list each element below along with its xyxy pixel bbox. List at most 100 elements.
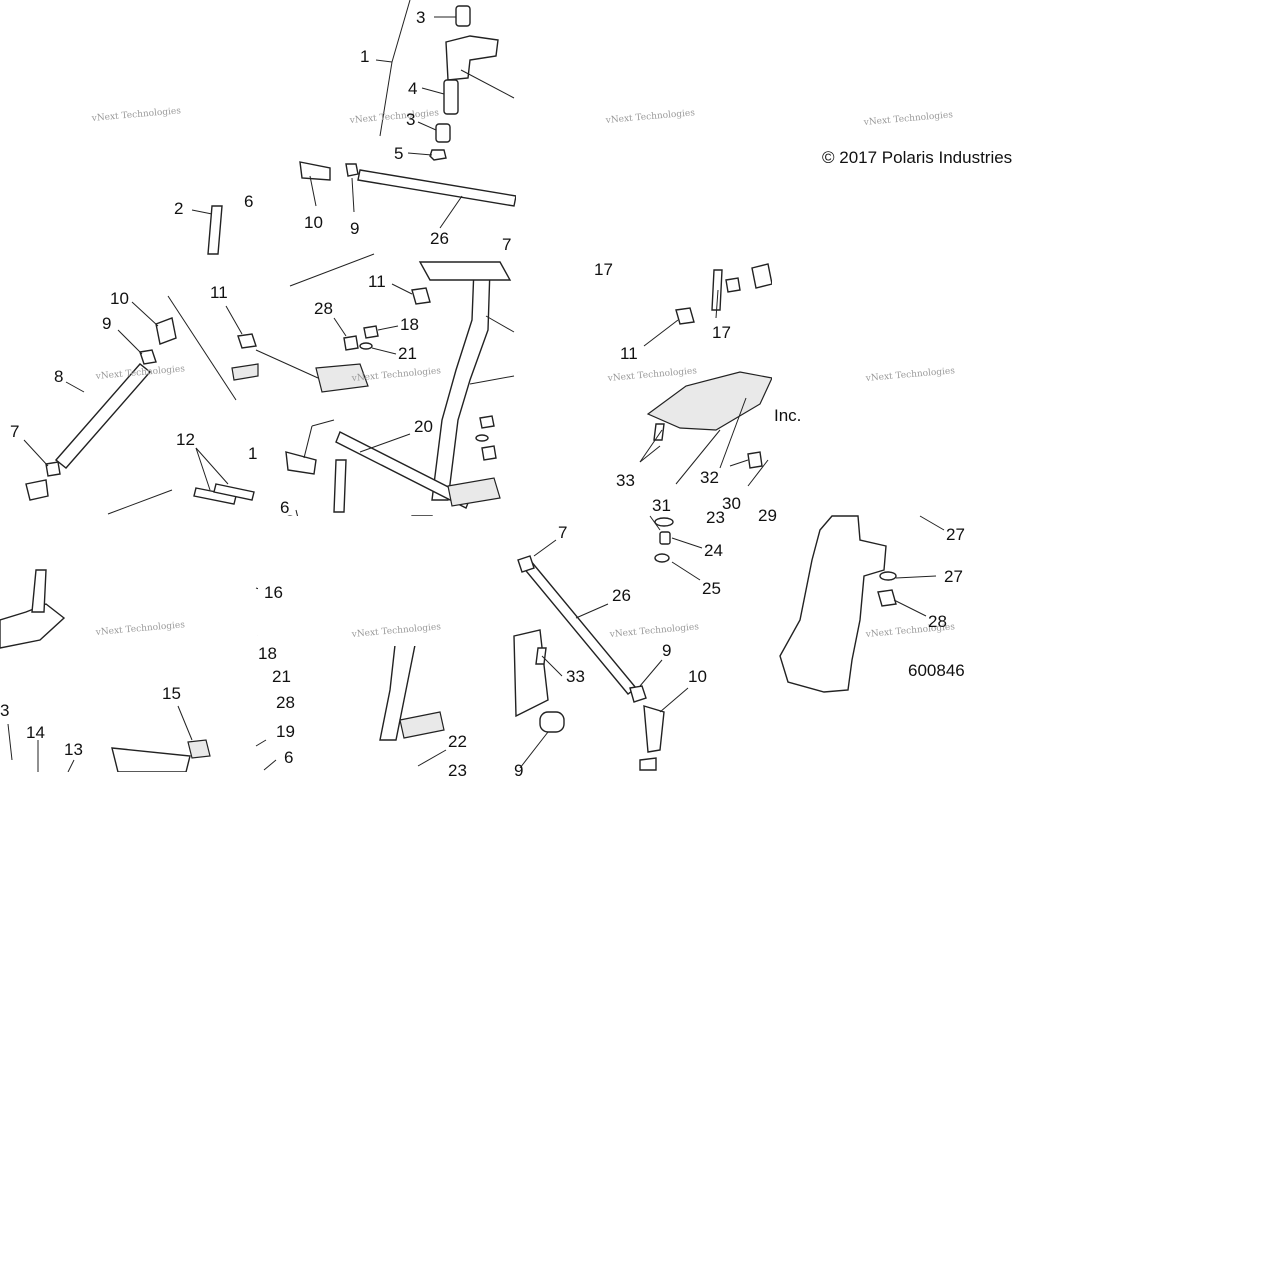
callout-label: 23 <box>706 508 725 527</box>
washer-21-center <box>359 342 373 350</box>
callout-label: 9 <box>102 314 111 333</box>
nut-17-right <box>725 277 741 293</box>
watermark: vNext Technologies <box>90 106 181 124</box>
callout-label: 11 <box>368 272 386 291</box>
bolt-33-a <box>653 423 665 441</box>
callout-label: 12 <box>176 430 195 449</box>
tie-rod-8 <box>54 363 152 469</box>
callout-label: 25 <box>702 579 721 598</box>
callout-label: 10 <box>688 667 707 686</box>
jam-nut-9-upper <box>345 163 359 177</box>
watermark: vNext Technologies <box>348 108 439 126</box>
washer-lower-edge <box>639 757 657 771</box>
callout-label: 6 <box>244 192 253 211</box>
callout-label: 5 <box>394 144 403 163</box>
rack-shaft <box>31 569 47 613</box>
callout-label: 11 <box>620 344 638 363</box>
callout-label: 29 <box>758 506 777 525</box>
callout-label: 23 <box>448 761 467 780</box>
nut-11-center <box>411 287 431 305</box>
bolt-33-b <box>535 647 547 665</box>
watermark: vNext Technologies <box>608 622 699 640</box>
nut-11-right <box>675 307 695 325</box>
callout-group: 3 1 4 3 5 26 10 9 2 6 7 11 10 9 8 7 11 2… <box>0 8 965 780</box>
callout-label: 10 <box>304 213 323 232</box>
callout-label: 27 <box>944 567 963 586</box>
jam-nut-9-lower <box>629 685 647 703</box>
copyright-suffix: Inc. <box>774 406 801 425</box>
pitman-arm <box>335 431 471 509</box>
watermark: vNext Technologies <box>350 366 441 384</box>
callout-label: 14 <box>26 723 45 742</box>
bolt-19 <box>333 459 347 513</box>
callout-label: 31 <box>652 496 671 515</box>
rod-end-10-upper <box>299 161 331 181</box>
callout-label: 19 <box>276 722 295 741</box>
bushing-3-lower <box>435 123 451 143</box>
callout-label: 17 <box>712 323 731 342</box>
callout-label: 3 <box>0 701 9 720</box>
nut-28-knuckle <box>877 589 897 607</box>
callout-label: 7 <box>502 235 511 254</box>
callout-label: 21 <box>272 667 291 686</box>
jam-nut-7-lower <box>517 555 535 573</box>
part-illustrations <box>0 5 897 773</box>
callout-label: 3 <box>406 110 415 129</box>
callout-label: 20 <box>414 417 433 436</box>
spindle-knuckle <box>779 515 887 693</box>
callout-label: 32 <box>700 468 719 487</box>
callout-label: 26 <box>612 586 631 605</box>
upper-bracket <box>315 363 369 393</box>
bushing-3-top <box>455 5 471 27</box>
washer-23 <box>654 517 674 527</box>
nut-11-left <box>237 333 257 349</box>
callout-label: 18 <box>258 644 277 663</box>
nut-28-center <box>343 335 359 351</box>
plug-15 <box>187 739 211 759</box>
callout-label: 4 <box>408 79 417 98</box>
rod-end-7-left <box>25 479 49 501</box>
callout-label: 24 <box>704 541 723 560</box>
rack-arm-left <box>0 603 66 649</box>
watermark: vNext Technologies <box>606 366 697 384</box>
callout-label: 18 <box>400 315 419 334</box>
callout-label: 9 <box>514 761 523 780</box>
rod-end-10-left <box>155 317 177 345</box>
support-bracket-31 <box>646 371 773 431</box>
copyright-text: © 2017 Polaris Industries <box>822 148 1012 167</box>
callout-label: 28 <box>276 693 295 712</box>
washer-21-right <box>475 434 489 442</box>
nut-5 <box>429 149 447 161</box>
washer-27 <box>879 571 897 581</box>
callout-label: 7 <box>10 422 19 441</box>
callout-label: 13 <box>64 740 83 759</box>
callout-label: 6 <box>280 498 289 517</box>
post-bottom-bracket <box>447 477 501 507</box>
callout-label: 21 <box>398 344 417 363</box>
callout-label: 9 <box>350 219 359 238</box>
steering-post-tube <box>431 267 491 501</box>
callout-label: 22 <box>448 732 467 751</box>
callout-label: 7 <box>558 523 567 542</box>
lower-left-bracket <box>111 747 191 773</box>
callout-label: 11 <box>210 283 228 302</box>
diagram-number: 600846 <box>908 661 965 680</box>
jam-nut-7-left <box>45 461 61 477</box>
bolt-2 <box>207 205 223 255</box>
bolt-17 <box>711 269 723 311</box>
mount-plate-left <box>231 363 259 381</box>
callout-label: 8 <box>54 367 63 386</box>
pivot-housing <box>445 35 499 81</box>
callout-label: 15 <box>162 684 181 703</box>
nut-18-right <box>481 445 497 461</box>
rod-end-right-top <box>751 263 773 289</box>
callout-label: 3 <box>416 8 425 27</box>
clip-32 <box>747 451 763 469</box>
rod-end-center <box>285 451 317 475</box>
callout-label: 9 <box>662 641 671 660</box>
watermark: vNext Technologies <box>94 620 185 638</box>
callout-label: 26 <box>430 229 449 248</box>
